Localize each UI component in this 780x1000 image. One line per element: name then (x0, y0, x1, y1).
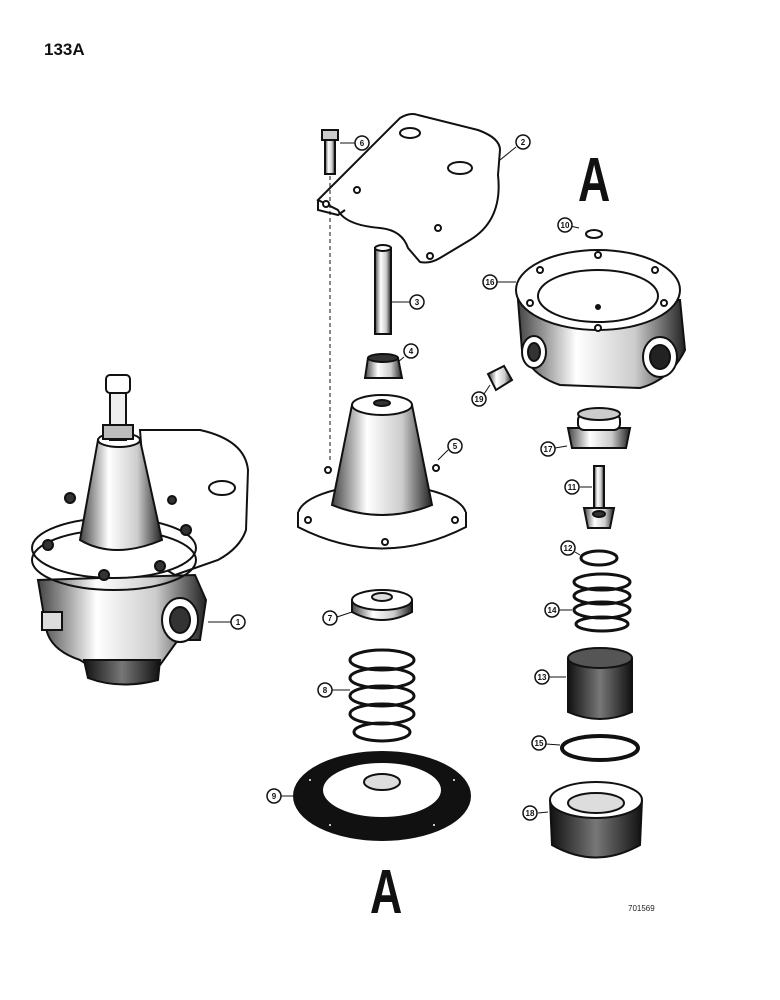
filter-sleeve-part (567, 647, 633, 720)
svg-text:7: 7 (328, 614, 333, 623)
svg-text:18: 18 (526, 809, 535, 818)
bonnet-part (297, 394, 467, 550)
svg-text:1: 1 (236, 618, 241, 627)
o-ring-large-part (560, 734, 640, 762)
svg-text:9: 9 (272, 792, 277, 801)
callout-4: 4 (397, 343, 419, 363)
callout-15: 15 (531, 735, 561, 751)
callout-10: 10 (557, 217, 580, 233)
svg-text:6: 6 (360, 139, 365, 148)
svg-text:15: 15 (535, 739, 544, 748)
drawing-code: 701569 (628, 904, 655, 913)
o-ring-part (579, 549, 619, 567)
callout-8: 8 (317, 682, 350, 698)
callout-19: 19 (471, 384, 491, 407)
callout-12: 12 (560, 540, 581, 556)
svg-text:2: 2 (521, 138, 526, 147)
svg-text:13: 13 (538, 673, 547, 682)
assembled-regulator (31, 374, 250, 686)
stud-part (374, 244, 392, 335)
bowl-part (549, 781, 643, 859)
spring-small-part (572, 572, 632, 633)
callout-18: 18 (522, 805, 549, 821)
spring-button-part (351, 589, 413, 621)
callout-1: 1 (208, 614, 246, 630)
callout-17: 17 (540, 441, 568, 457)
nut-part (363, 353, 404, 379)
callout-5: 5 (437, 438, 463, 461)
callout-9: 9 (266, 788, 294, 804)
diaphragm-part (293, 751, 471, 841)
callout-6: 6 (340, 135, 370, 151)
plug-part (486, 364, 514, 392)
valve-stem-part (582, 465, 616, 529)
svg-text:10: 10 (561, 221, 570, 230)
bracket-part (316, 113, 502, 264)
screw-part (321, 129, 339, 460)
callout-3: 3 (392, 294, 425, 310)
svg-text:11: 11 (568, 483, 577, 492)
svg-text:5: 5 (453, 442, 458, 451)
svg-text:17: 17 (544, 445, 553, 454)
valve-body-part (515, 249, 687, 390)
fitting-part (566, 407, 632, 449)
section-label-bottom: A (370, 858, 403, 927)
svg-text:12: 12 (564, 544, 573, 553)
callout-11: 11 (564, 479, 592, 495)
spring-part (348, 648, 416, 743)
svg-text:16: 16 (486, 278, 495, 287)
svg-text:19: 19 (475, 395, 484, 404)
page-number: 133A (44, 40, 85, 59)
o-ring-small-part (585, 229, 603, 239)
svg-text:8: 8 (323, 686, 328, 695)
callout-16: 16 (482, 274, 516, 290)
callout-2: 2 (499, 134, 531, 161)
callout-13: 13 (534, 669, 566, 685)
svg-text:14: 14 (548, 606, 557, 615)
callout-7: 7 (322, 610, 353, 626)
svg-text:4: 4 (409, 347, 414, 356)
callout-14: 14 (544, 602, 572, 618)
section-label-top: A (578, 146, 611, 215)
svg-text:3: 3 (415, 298, 420, 307)
